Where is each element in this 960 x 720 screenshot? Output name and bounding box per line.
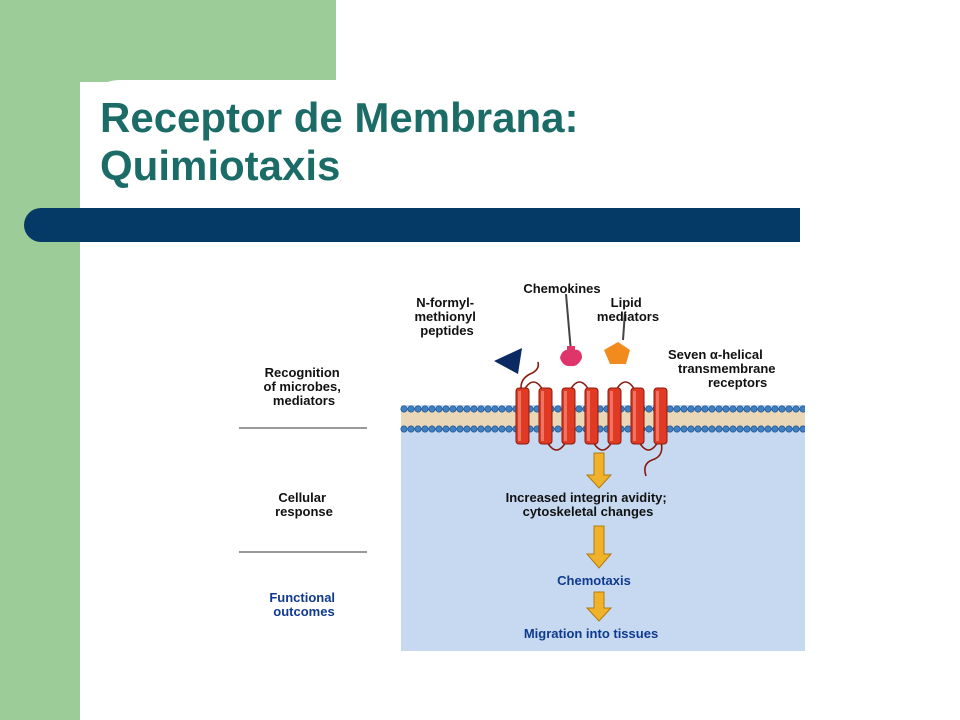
lipid-mediator-ligand-icon xyxy=(604,311,630,364)
chemotaxis-label: Chemotaxis xyxy=(557,573,631,588)
chemokine-ligand-icon xyxy=(560,293,582,367)
title-underline-bar xyxy=(24,208,800,242)
cellular-response-label: Cellular response xyxy=(275,490,333,519)
formyl-peptide-ligand-icon xyxy=(494,348,522,374)
migration-label: Migration into tissues xyxy=(524,626,658,641)
arrow-3 xyxy=(585,591,613,622)
receptors-label: Seven α-helical transmembrane receptors xyxy=(668,347,779,390)
recognition-label: Recognition of microbes, mediators xyxy=(264,365,345,408)
seven-helix-receptor xyxy=(515,361,668,477)
functional-outcomes-label: Functional outcomes xyxy=(269,590,338,619)
arrow-2 xyxy=(585,525,613,569)
formyl-peptides-label: N-formyl- methionyl peptides xyxy=(414,295,479,338)
green-side-stripe xyxy=(0,0,80,720)
chemotaxis-diagram: Recognition of microbes, mediators Cellu… xyxy=(232,270,808,654)
arrow-1 xyxy=(585,452,613,489)
title-line-1: Receptor de Membrana: xyxy=(100,94,579,141)
title-line-2: Quimiotaxis xyxy=(100,142,341,189)
slide-title: Receptor de Membrana: Quimiotaxis xyxy=(100,94,860,190)
lipid-mediators-label: Lipid mediators xyxy=(597,295,659,324)
chemokines-label: Chemokines xyxy=(523,281,600,296)
lipid-bilayer-membrane xyxy=(400,405,805,433)
integrin-avidity-label: Increased integrin avidity; cytoskeletal… xyxy=(506,490,671,519)
